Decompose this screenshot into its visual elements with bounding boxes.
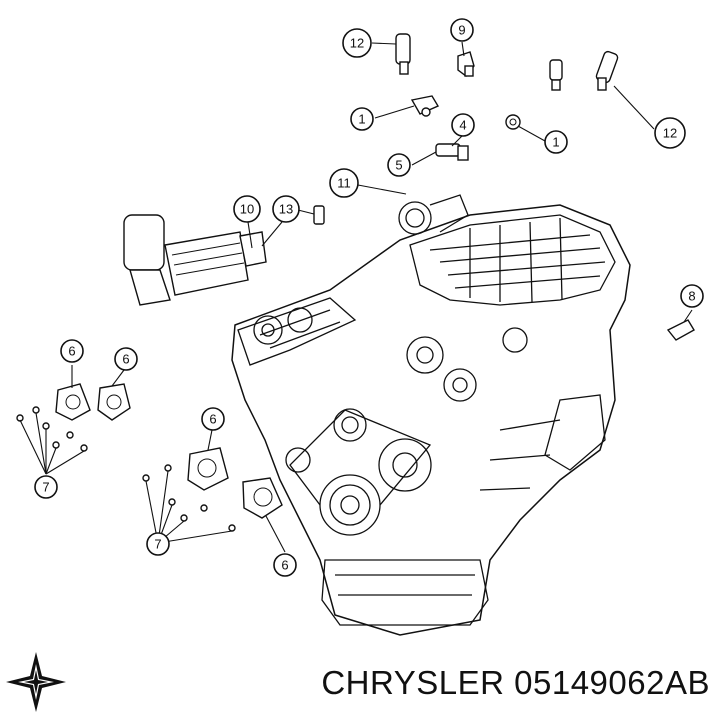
callout-7-center: 7: [146, 532, 170, 556]
sensor-top-right: [549, 59, 563, 91]
callout-6-c: 6: [201, 407, 225, 431]
thermostat-housing-6-a: [55, 383, 91, 421]
thermostat-housing-6-c: [187, 447, 229, 491]
bolts-7-left: [16, 406, 88, 452]
oil-filter-housing: [123, 214, 267, 306]
callout-label: 1: [358, 112, 365, 127]
knock-sensor-1-left: [410, 95, 440, 117]
brand-name: CHRYSLER: [321, 664, 505, 701]
callout-8: 8: [680, 284, 704, 308]
callout-10: 10: [233, 195, 261, 223]
callout-label: 11: [337, 176, 351, 191]
callout-label: 6: [122, 352, 129, 367]
sensor-12-upper-left: [395, 33, 411, 75]
callout-label: 7: [42, 480, 49, 495]
callout-label: 6: [209, 412, 216, 427]
callout-label: 6: [281, 558, 288, 573]
thermostat-housing-6-b: [97, 383, 131, 421]
part-number: 05149062AB: [514, 664, 710, 701]
callout-6-a: 6: [60, 339, 84, 363]
sensor-13: [313, 205, 325, 225]
callout-11: 11: [329, 168, 359, 198]
part-caption: CHRYSLER 05149062AB: [270, 664, 710, 702]
callout-5: 5: [387, 153, 411, 177]
callout-1-right: 1: [544, 130, 568, 154]
callout-6-b: 6: [114, 347, 138, 371]
leader-lines: [19, 41, 693, 553]
sensor-4-5: [435, 143, 469, 161]
callout-label: 12: [663, 126, 677, 141]
temperature-sensor-8: [666, 319, 695, 341]
sensor-12-right: [595, 50, 619, 91]
knock-sensor-1-right: [505, 114, 521, 130]
sensor-9: [457, 51, 475, 77]
callout-label: 8: [688, 289, 695, 304]
callout-13: 13: [272, 195, 300, 223]
callout-1-left: 1: [350, 107, 374, 131]
pentastar-logo-icon: [6, 652, 66, 712]
callout-12-right: 12: [654, 117, 686, 149]
callout-label: 12: [350, 36, 364, 51]
callout-label: 5: [395, 158, 402, 173]
callout-label: 6: [68, 344, 75, 359]
callout-label: 1: [552, 135, 559, 150]
callout-label: 10: [240, 202, 254, 217]
callout-9: 9: [450, 18, 474, 42]
callout-label: 7: [154, 537, 161, 552]
callout-12-upper: 12: [342, 28, 372, 58]
callout-7-left: 7: [34, 475, 58, 499]
thermostat-housing-6-d: [242, 477, 283, 519]
callout-4: 4: [451, 113, 475, 137]
callout-label: 4: [459, 118, 466, 133]
callout-label: 9: [458, 23, 465, 38]
engine-assembly: [231, 194, 631, 636]
callout-6-d: 6: [273, 553, 297, 577]
callout-label: 13: [279, 202, 293, 217]
